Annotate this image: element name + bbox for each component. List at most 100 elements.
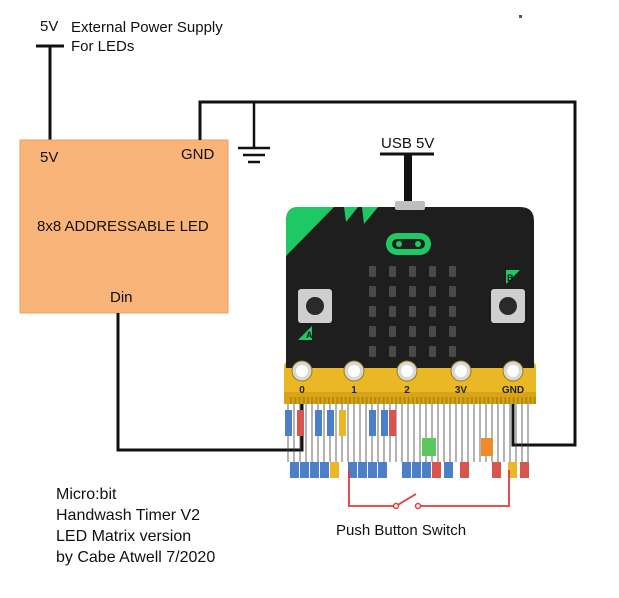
credit-line-3: LED Matrix version xyxy=(56,528,192,545)
edge-contact xyxy=(474,397,477,404)
led-3-2 xyxy=(409,326,416,337)
edge-contact xyxy=(294,397,297,404)
breakout-pin-tab xyxy=(492,462,501,478)
led-0-4 xyxy=(449,266,456,277)
breakout-label-upper xyxy=(327,410,334,436)
breakout-pin-tab xyxy=(310,462,319,478)
edge-contact xyxy=(453,397,456,404)
supply-voltage-label: 5V xyxy=(40,18,59,35)
power-supply-terminal xyxy=(36,44,64,140)
pad-label-1: 1 xyxy=(351,385,357,396)
supply-title-line1: External Power Supply xyxy=(71,19,223,36)
edge-contact xyxy=(487,397,490,404)
edge-contact xyxy=(462,397,465,404)
breakout-label-upper xyxy=(389,410,396,436)
button-a-label: A xyxy=(306,330,313,340)
edge-contact xyxy=(382,397,385,404)
led-module xyxy=(19,139,229,314)
led-grid xyxy=(369,266,456,357)
led-4-0 xyxy=(369,346,376,357)
led-2-4 xyxy=(449,306,456,317)
edge-contact xyxy=(403,397,406,404)
credit-line-4: by Cabe Atwell 7/2020 xyxy=(56,549,216,566)
led-3-0 xyxy=(369,326,376,337)
ground-symbol xyxy=(238,102,270,164)
breakout-pin-tab xyxy=(290,462,299,478)
led-2-0 xyxy=(369,306,376,317)
edge-contact xyxy=(306,397,309,404)
edge-contact xyxy=(369,397,372,404)
led-2-1 xyxy=(389,306,396,317)
led-1-0 xyxy=(369,286,376,297)
led-4-4 xyxy=(449,346,456,357)
led-4-1 xyxy=(389,346,396,357)
credit-line-1: Micro:bit xyxy=(56,486,117,503)
button-a: A xyxy=(298,289,332,340)
button-b: B xyxy=(491,270,525,323)
edge-contact xyxy=(399,397,402,404)
edge-contact xyxy=(411,397,414,404)
supply-title-line2: For LEDs xyxy=(71,38,135,55)
edge-contact xyxy=(323,397,326,404)
pad-label-0: 0 xyxy=(299,385,305,396)
led-3-1 xyxy=(389,326,396,337)
led-2-2 xyxy=(409,306,416,317)
edge-contact xyxy=(344,397,347,404)
edge-contact xyxy=(516,397,519,404)
edge-contact xyxy=(332,397,335,404)
led-4-3 xyxy=(429,346,436,357)
breakout-label-upper xyxy=(285,410,292,436)
edge-contact xyxy=(315,397,318,404)
edge-contact xyxy=(407,397,410,404)
usb-plug xyxy=(380,152,434,210)
edge-contact xyxy=(298,397,301,404)
breakout-pin-tab xyxy=(422,462,431,478)
edge-contact xyxy=(500,397,503,404)
edge-contact xyxy=(533,397,536,404)
breakout-label-upper xyxy=(339,410,346,436)
edge-contact xyxy=(319,397,322,404)
breakout-pin-tab xyxy=(402,462,411,478)
edge-contact xyxy=(529,397,532,404)
switch-wiring xyxy=(348,470,510,510)
edge-contact xyxy=(416,397,419,404)
edge-contact xyxy=(357,397,360,404)
breakout-pin-tab xyxy=(520,462,529,478)
edge-contact xyxy=(458,397,461,404)
edge-contact xyxy=(504,397,507,404)
breakout-pin-strip xyxy=(285,404,529,478)
pad-hole-center-1 xyxy=(348,365,360,377)
edge-contact xyxy=(386,397,389,404)
breakout-pin-tab xyxy=(444,462,453,478)
edge-contact xyxy=(466,397,469,404)
pad-label-3: 3V xyxy=(455,385,468,396)
edge-contact xyxy=(495,397,498,404)
led-2-3 xyxy=(429,306,436,317)
led-0-0 xyxy=(369,266,376,277)
edge-contact xyxy=(445,397,448,404)
edge-contact xyxy=(302,397,305,404)
credit-block: Micro:bit Handwash Timer V2 LED Matrix v… xyxy=(56,484,215,568)
led-1-2 xyxy=(409,286,416,297)
switch-label: Push Button Switch xyxy=(336,522,467,539)
switch-contact xyxy=(395,493,417,507)
pad-hole-center-2 xyxy=(401,365,413,377)
breakout-pin-tab xyxy=(378,462,387,478)
breakout-pin-tab xyxy=(300,462,309,478)
led-3-4 xyxy=(449,326,456,337)
edge-contact xyxy=(340,397,343,404)
pad-hole-center-4 xyxy=(507,365,519,377)
edge-contact xyxy=(441,397,444,404)
edge-contact xyxy=(508,397,511,404)
led-3-3 xyxy=(429,326,436,337)
edge-contact xyxy=(348,397,351,404)
pad-label-2: 2 xyxy=(404,385,410,396)
breakout-component-green xyxy=(422,438,436,456)
led-module-title: 8x8 ADDRESSABLE LED xyxy=(37,218,209,235)
pad-hole-center-0 xyxy=(296,365,308,377)
led-1-3 xyxy=(429,286,436,297)
breakout-pin-tab xyxy=(508,462,517,478)
edge-contact xyxy=(290,397,293,404)
